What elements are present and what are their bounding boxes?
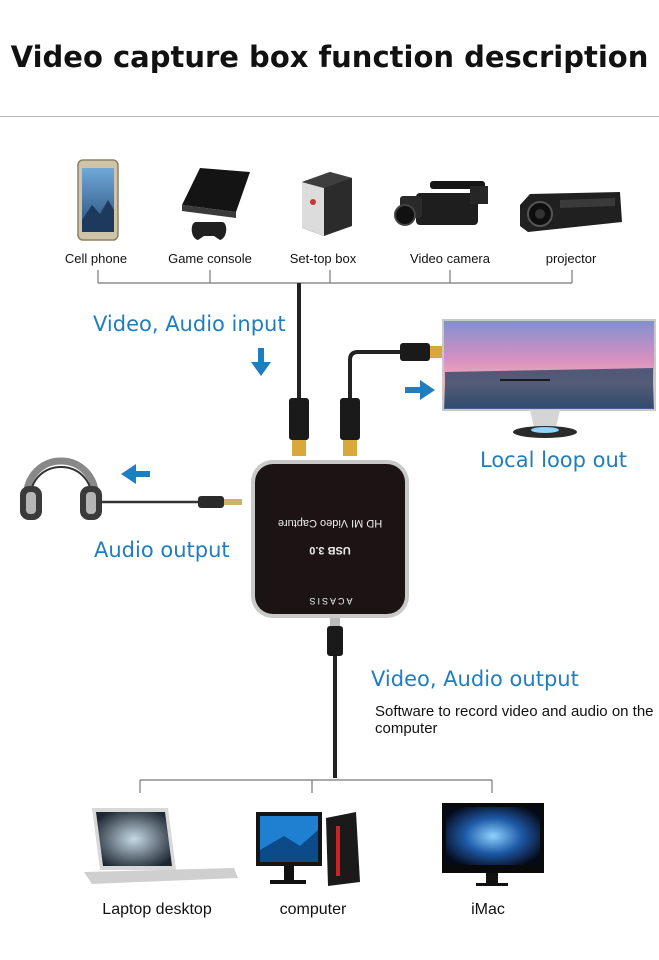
monitor-icon bbox=[442, 319, 656, 438]
capture-box-model-text: HD MI Video Capture bbox=[278, 517, 382, 529]
headphones-icon bbox=[20, 457, 102, 520]
device-label-imac: iMac bbox=[471, 901, 505, 918]
device-label-cell-phone: Cell phone bbox=[64, 251, 128, 266]
output-bracket bbox=[139, 779, 493, 793]
cell-phone-icon bbox=[77, 159, 119, 241]
label-video-audio-output: Video, Audio output bbox=[371, 667, 579, 691]
device-label-game-console: Game console bbox=[168, 251, 252, 266]
capture-box-brand-text: ACASIS bbox=[307, 596, 352, 606]
capture-box-usb-text: USB 3.0 bbox=[309, 544, 351, 556]
label-video-audio-input: Video, Audio input bbox=[93, 312, 286, 336]
hdmi-input-cable bbox=[289, 283, 309, 456]
left-arrow-icon bbox=[121, 464, 150, 484]
projector-icon bbox=[520, 192, 622, 232]
laptop-icon bbox=[84, 808, 238, 884]
input-bracket bbox=[97, 270, 573, 284]
device-label-projector: projector bbox=[545, 251, 597, 266]
set-top-box-icon bbox=[302, 172, 352, 236]
device-label-laptop: Laptop desktop bbox=[102, 901, 212, 918]
device-label-video-camera: Video camera bbox=[410, 251, 490, 266]
device-label-computer: computer bbox=[279, 901, 347, 918]
computer-icon bbox=[256, 812, 360, 886]
page-title: Video capture box function description bbox=[10, 40, 649, 74]
game-console-icon bbox=[182, 168, 250, 240]
audio-jack-cable bbox=[100, 496, 242, 508]
hdmi-loop-cable bbox=[340, 343, 444, 456]
video-camera-icon bbox=[394, 181, 488, 226]
usb-output-cable bbox=[327, 618, 343, 778]
label-local-loop-out: Local loop out bbox=[480, 448, 628, 472]
title-divider bbox=[0, 116, 659, 117]
imac-icon bbox=[442, 803, 544, 886]
device-label-set-top-box: Set-top box bbox=[289, 251, 357, 266]
capture-box bbox=[251, 460, 409, 618]
down-arrow-icon bbox=[251, 348, 271, 376]
software-note: Software to record video and audio on th… bbox=[375, 703, 654, 737]
right-arrow-icon bbox=[405, 380, 435, 400]
label-audio-output: Audio output bbox=[94, 538, 230, 562]
